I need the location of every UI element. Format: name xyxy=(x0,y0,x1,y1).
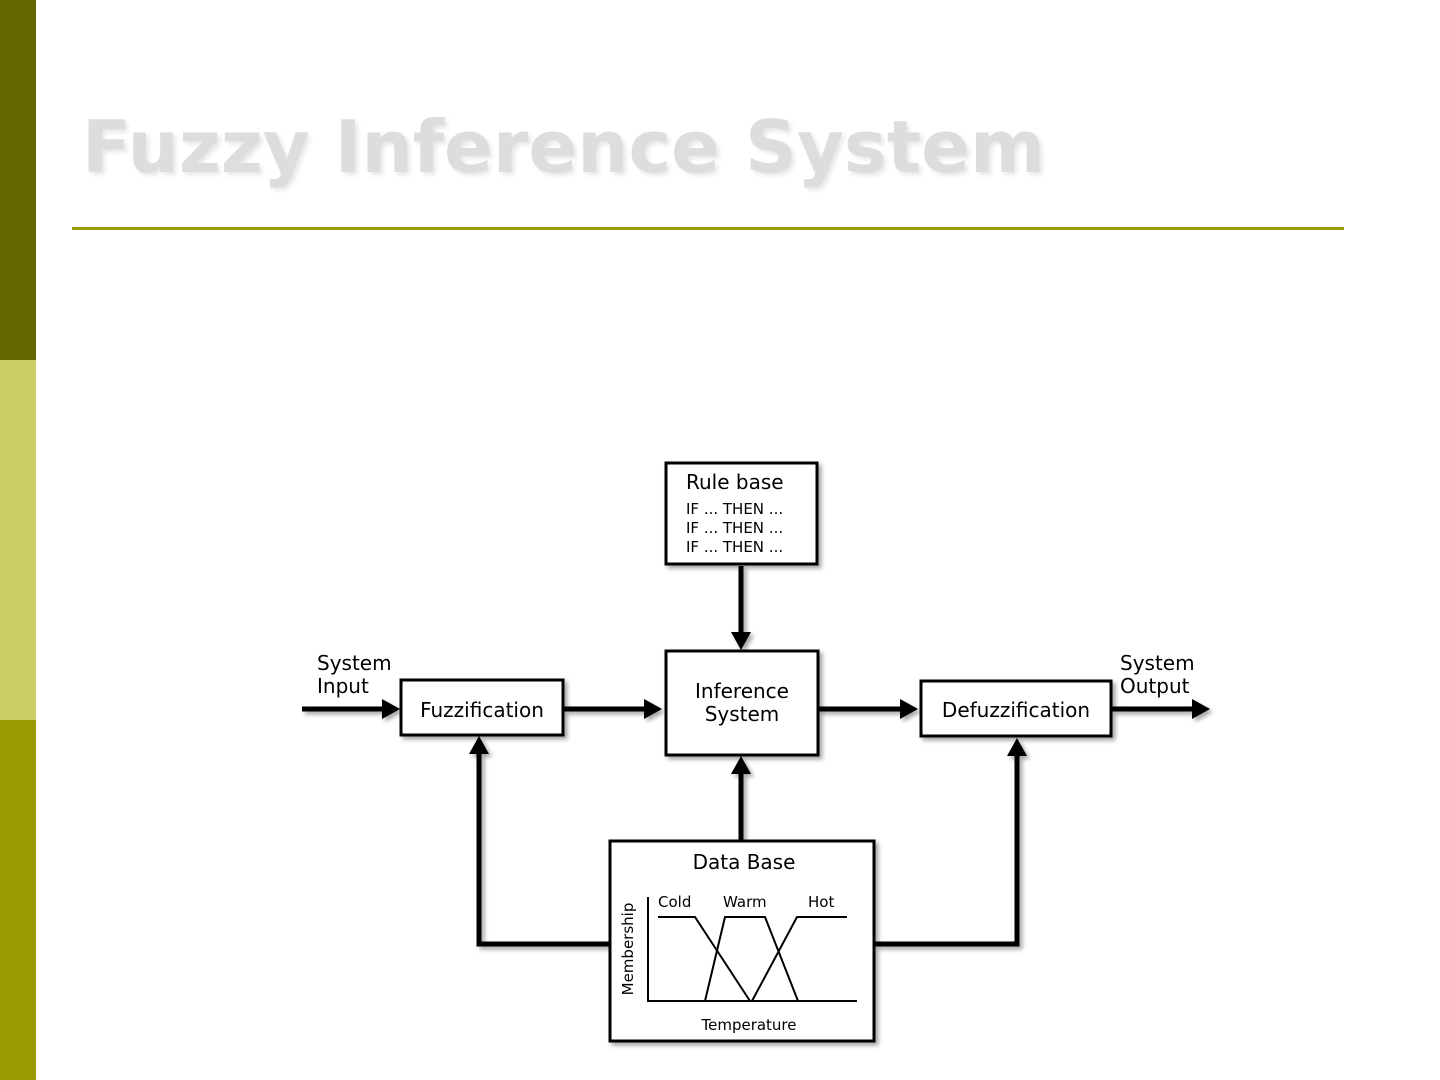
system-input-label: System Input xyxy=(317,651,392,698)
data-base-title: Data Base xyxy=(693,850,796,874)
rule-base-title: Rule base xyxy=(686,470,784,494)
svg-text:Output: Output xyxy=(1120,674,1190,698)
inference-to-defuzzification-arrow xyxy=(818,699,918,719)
inference-label-line2: System xyxy=(705,702,780,726)
svg-text:Input: Input xyxy=(317,674,369,698)
data-base-block: Data Base Cold Warm Hot Membership Tempe… xyxy=(610,841,874,1041)
fuzzification-to-inference-arrow xyxy=(564,699,662,719)
fuzzification-block: Fuzzification xyxy=(401,680,563,735)
hot-label: Hot xyxy=(808,893,834,911)
database-to-defuzzification-arrow xyxy=(875,738,1027,944)
rule-base-block: Rule base IF ... THEN ... IF ... THEN ..… xyxy=(666,463,817,564)
warm-label: Warm xyxy=(723,893,767,911)
system-input-arrow xyxy=(302,699,400,719)
system-output-label: System Output xyxy=(1120,651,1195,698)
svg-text:System: System xyxy=(317,651,392,675)
fuzzification-label: Fuzzification xyxy=(420,698,544,722)
rulebase-to-inference-arrow xyxy=(731,566,751,650)
temperature-axis-label: Temperature xyxy=(700,1016,796,1034)
defuzzification-block: Defuzzification xyxy=(921,681,1111,736)
inference-system-block: Inference System xyxy=(666,651,818,755)
inference-label-line1: Inference xyxy=(695,679,789,703)
cold-label: Cold xyxy=(658,893,691,911)
svg-text:System: System xyxy=(1120,651,1195,675)
database-to-inference-arrow xyxy=(731,756,751,840)
rule-line: IF ... THEN ... xyxy=(686,519,783,537)
membership-axis-label: Membership xyxy=(619,903,637,996)
defuzzification-label: Defuzzification xyxy=(942,698,1090,722)
rule-line: IF ... THEN ... xyxy=(686,538,783,556)
database-to-fuzzification-arrow xyxy=(469,736,610,944)
system-output-arrow xyxy=(1112,699,1210,719)
rule-line: IF ... THEN ... xyxy=(686,500,783,518)
